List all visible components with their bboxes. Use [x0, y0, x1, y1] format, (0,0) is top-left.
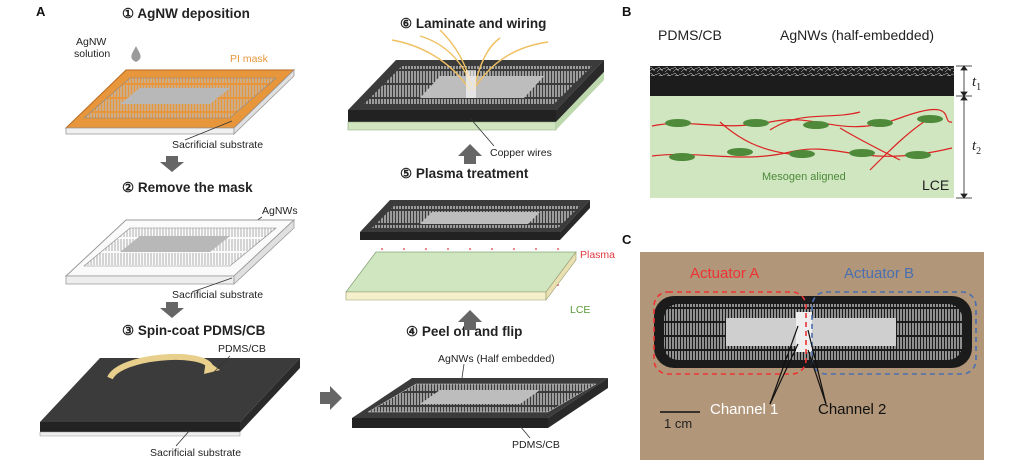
actuator-a-label: Actuator A [690, 265, 759, 282]
channel-2-label: Channel 2 [818, 401, 886, 418]
copper-wires-label: Copper wires [490, 147, 552, 159]
step-2-device [64, 219, 296, 285]
panel-a-label: A [36, 4, 46, 19]
agnw-solution-label-2: solution [74, 48, 110, 60]
panel-c-label: C [622, 232, 632, 247]
sacrificial-label-1: Sacrificial substrate [172, 139, 263, 151]
up-arrow-icon-2 [458, 144, 482, 164]
lce-label-5: LCE [570, 304, 590, 316]
droplet-icon [131, 46, 141, 62]
panel-b-pdms-cb: PDMS/CB [658, 27, 722, 43]
sacrificial-label-3: Sacrificial substrate [150, 447, 241, 459]
scale-label: 1 cm [664, 416, 692, 431]
channel-pointers [769, 325, 827, 405]
t1-label: t1 [972, 74, 981, 93]
channel-1-label: Channel 1 [710, 401, 778, 418]
agnws-half-label: AgNWs (Half embedded) [438, 353, 555, 365]
agnw-solution-label: AgNW [76, 36, 106, 48]
plasma-label: Plasma [580, 249, 615, 261]
step-1-title: ① AgNW deposition [122, 6, 250, 21]
pdms-cb-label-4: PDMS/CB [512, 439, 560, 451]
step-1-device [64, 69, 296, 135]
step-4-device [352, 378, 608, 428]
step-5-title: ⑤ Plasma treatment [400, 166, 529, 181]
panel-c-photo [640, 252, 984, 460]
panel-b-lce: LCE [922, 177, 949, 193]
t2-label: t2 [972, 138, 981, 157]
step-2-title: ② Remove the mask [122, 180, 253, 195]
agnws-label: AgNWs [262, 205, 298, 217]
step-3-title: ③ Spin-coat PDMS/CB [122, 323, 266, 338]
actuator-b-box [811, 291, 977, 375]
right-arrow-icon [320, 386, 342, 410]
actuator-b-label: Actuator B [844, 265, 914, 282]
down-arrow-icon [160, 156, 184, 172]
panel-b-label: B [622, 4, 631, 19]
polymer-chains [651, 108, 953, 171]
step-6-title: ⑥ Laminate and wiring [400, 16, 546, 31]
down-arrow-icon-2 [160, 302, 184, 318]
up-arrow-icon [458, 310, 482, 330]
mesogen-ellipses [665, 115, 943, 161]
actuator-a-box [653, 291, 807, 375]
mesogen-label: Mesogen aligned [762, 171, 846, 183]
panel-b-cross-section [650, 66, 954, 198]
step-6-device [347, 29, 604, 131]
step-3-device [39, 354, 300, 437]
spin-arrow-icon [107, 354, 213, 380]
pdms-cb-label-3: PDMS/CB [218, 343, 266, 355]
step-4-title: ④ Peel off and flip [406, 324, 522, 339]
panel-b-agnws: AgNWs (half-embedded) [780, 27, 934, 43]
pi-mask-label: PI mask [230, 53, 269, 65]
thickness-markers [956, 65, 972, 199]
sacrificial-label-2: Sacrificial substrate [172, 289, 263, 301]
step-5-top-layer [360, 200, 590, 240]
step-5-lce-layer [345, 251, 577, 301]
